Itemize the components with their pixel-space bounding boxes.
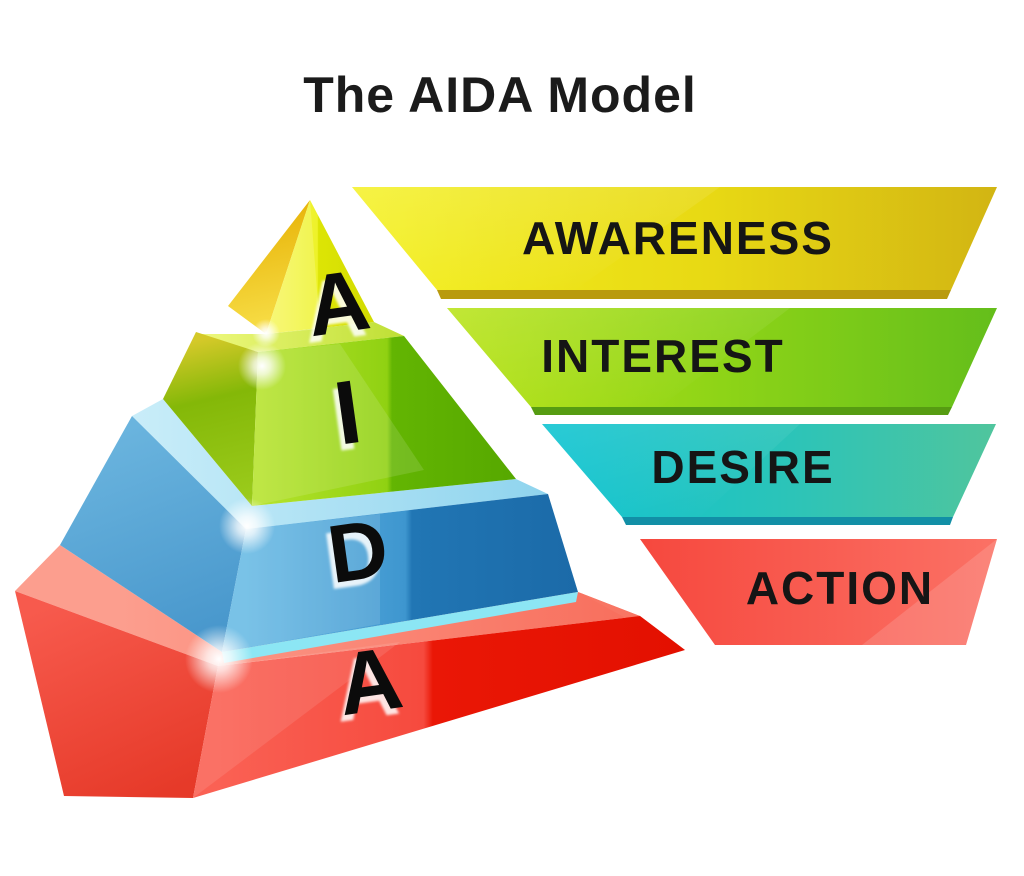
page-title: The AIDA Model: [303, 67, 697, 123]
tier-awareness-front-face: [266, 200, 374, 334]
banner-awareness-label: AWARENESS: [522, 212, 834, 264]
tier-awareness-front-gloss: [266, 200, 320, 334]
banner-awareness-edge: [437, 290, 951, 299]
banner-awareness: AWARENESS: [352, 187, 997, 299]
banner-interest-gloss: [447, 308, 790, 407]
tier-desire-left-face: [60, 416, 246, 652]
tier-letter-glow: A: [296, 258, 371, 362]
tier-action-top-face: [15, 545, 222, 666]
pyramid-tier-action: [15, 545, 685, 798]
tier-letter-glow: D: [318, 509, 389, 607]
banner-interest-label: INTEREST: [541, 330, 784, 382]
banner-action-shape: [640, 539, 997, 645]
pyramid-tier-awareness: [228, 200, 374, 334]
banner-action-label: ACTION: [746, 562, 934, 614]
pyramid-tier-interest: [163, 322, 516, 506]
pyramid: A A I I D D A A: [15, 200, 685, 798]
banner-action: ACTION: [640, 539, 997, 645]
tier-letter-desire: D: [323, 503, 394, 601]
banner-action-gloss: [862, 539, 997, 645]
tier-letter-action: A: [331, 627, 408, 734]
banner-awareness-gloss: [352, 187, 720, 290]
banner-desire-gloss: [542, 424, 800, 517]
tier-interest-front-face: [252, 336, 516, 506]
banner-desire: DESIRE: [542, 424, 996, 525]
tier-desire-front-face: [222, 494, 578, 652]
banner-desire-label: DESIRE: [651, 441, 834, 493]
tier-action-left-face: [15, 591, 218, 798]
banner-desire-edge: [622, 517, 953, 525]
tier-interest-left-face: [163, 332, 258, 506]
banner-list: AWARENESS INTEREST DESIRE ACTION: [352, 187, 997, 645]
tier-action-top-face: [218, 592, 640, 666]
tier-letter-awareness: A: [301, 251, 376, 355]
tier-desire-bottom-edge: [222, 592, 578, 663]
tier-desire-top-face: [132, 399, 548, 529]
sparkle: [185, 625, 253, 693]
sparkle: [238, 342, 286, 390]
banner-interest-edge: [531, 407, 952, 415]
sparkle: [252, 319, 280, 347]
tier-awareness-left-face: [228, 200, 310, 334]
tier-action-front-face: [193, 616, 685, 798]
tier-letter-glow: A: [327, 634, 404, 741]
banner-interest: INTEREST: [447, 308, 997, 415]
pyramid-tier-desire: [60, 399, 578, 663]
sparkle: [219, 498, 275, 554]
tier-interest-front-gloss: [252, 344, 424, 506]
tier-interest-top-face: [200, 322, 404, 352]
